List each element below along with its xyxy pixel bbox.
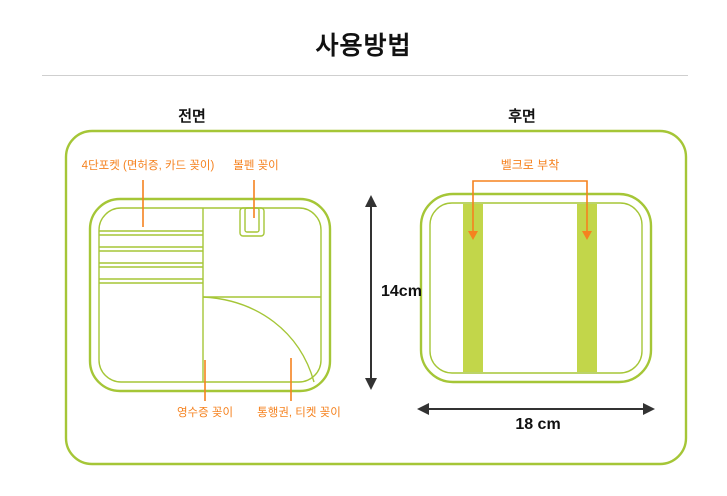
back-wallet-diagram xyxy=(419,192,653,384)
annotation-pen-label: 볼펜 꽂이 xyxy=(233,160,279,172)
height-dimension-arrow xyxy=(365,195,377,390)
title-divider xyxy=(42,75,688,76)
panel-outline xyxy=(64,129,688,466)
back-section-label: 후면 xyxy=(508,108,536,125)
width-dimension-arrow xyxy=(417,403,655,415)
front-section-label: 전면 xyxy=(178,108,206,125)
velcro-leader-bracket xyxy=(468,180,592,240)
velcro-strip-left xyxy=(463,204,483,372)
annotation-pocket4-label: 4단포켓 (면허증, 카드 꽂이) xyxy=(81,160,215,172)
annotation-receipt-label: 영수증 꽂이 xyxy=(176,407,234,419)
pen-holder-outline xyxy=(239,207,265,237)
annotation-ticket-label: 통행권, 티켓 꽂이 xyxy=(257,407,341,419)
page-title: 사용방법 xyxy=(315,32,412,60)
front-wallet-diagram xyxy=(88,197,332,393)
annotation-velcro-label: 벨크로 부착 xyxy=(500,158,560,172)
height-dimension-label: 14cm xyxy=(381,283,422,300)
velcro-strip-right xyxy=(577,204,597,372)
width-dimension-label: 18 cm xyxy=(515,416,561,433)
